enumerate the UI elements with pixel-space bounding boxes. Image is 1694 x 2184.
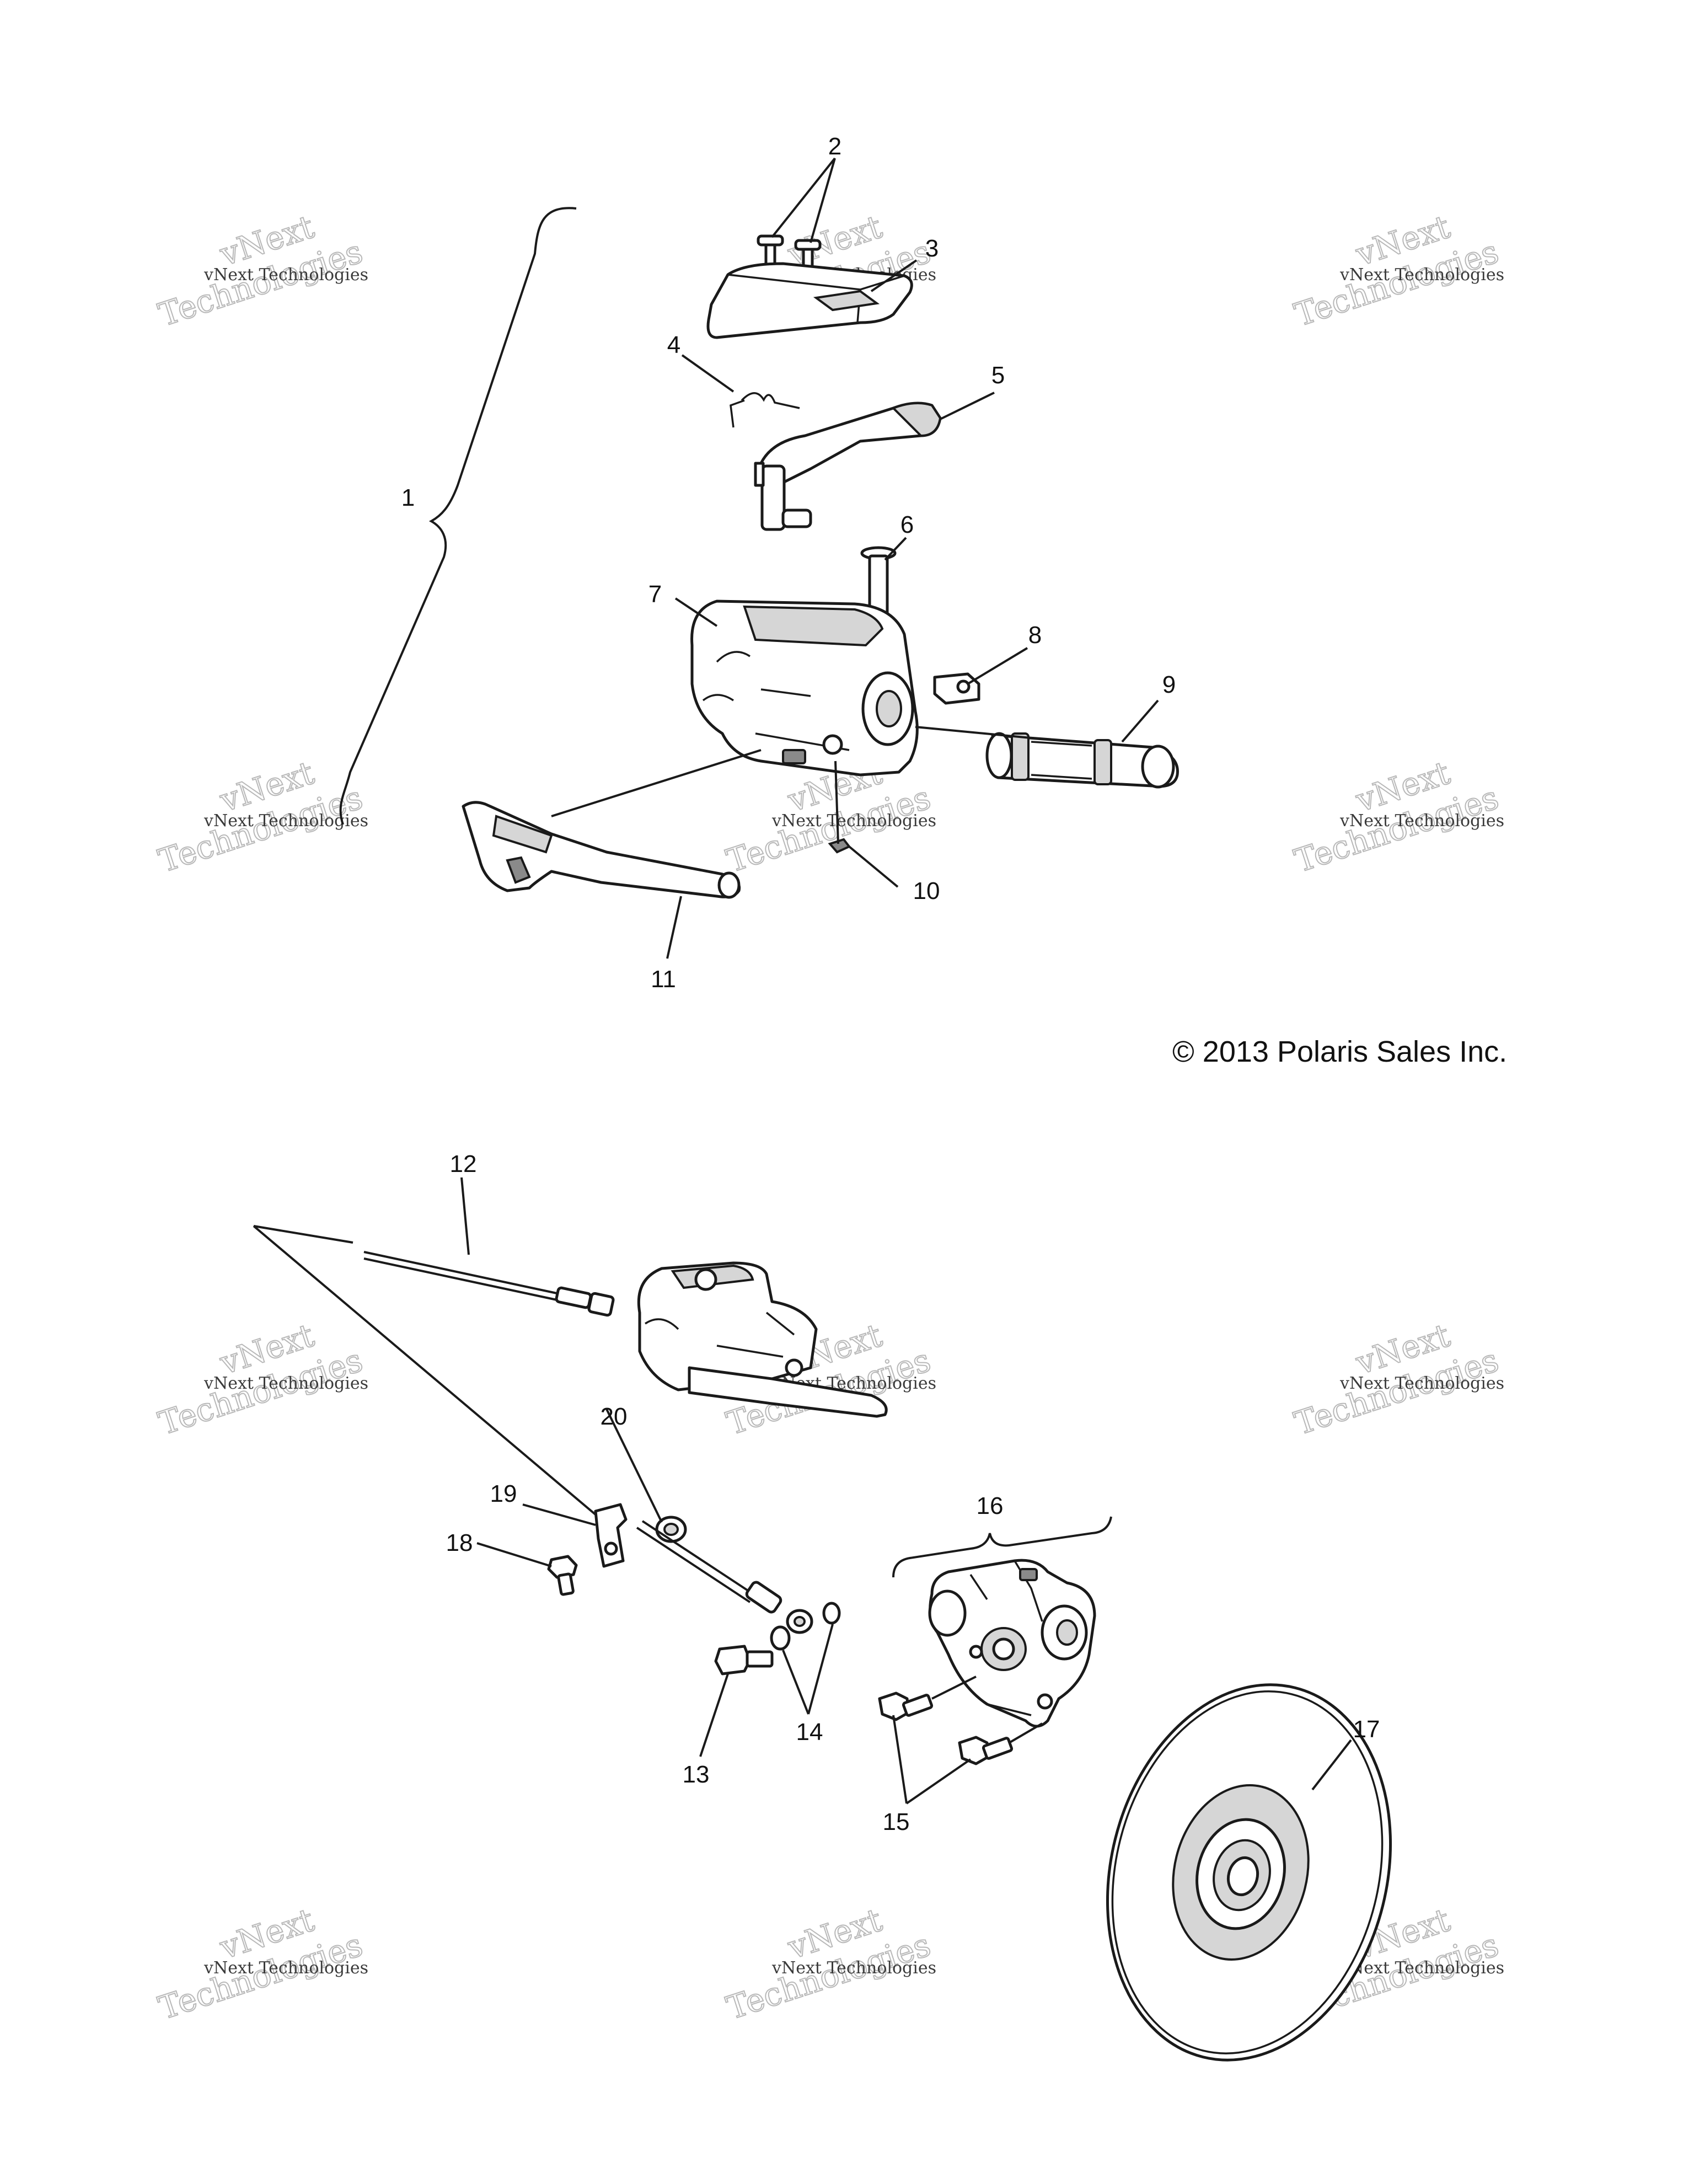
watermark-text: vNext Technologies (1339, 1958, 1504, 1978)
part-4-spring (730, 392, 800, 428)
callout-11: 11 (651, 966, 676, 993)
watermark-text: vNext Technologies (203, 265, 368, 285)
callout-4: 4 (667, 331, 680, 358)
callout-14: 14 (796, 1719, 823, 1746)
part-12-brake-line (253, 1225, 615, 1317)
callout-17: 17 (1353, 1716, 1380, 1743)
callout-10: 10 (913, 877, 940, 904)
part-16-caliper (928, 1559, 1096, 1728)
leader-diagonal (253, 1225, 619, 1534)
copyright-notice: © 2013 Polaris Sales Inc. (1172, 1035, 1507, 1068)
part-master-cylinder (637, 1261, 888, 1418)
callout-1: 1 (401, 484, 415, 511)
part-5-lever (754, 402, 942, 531)
part-14-washers (770, 1602, 841, 1651)
part-9-tube (985, 732, 1179, 789)
callout-18: 18 (446, 1529, 473, 1556)
watermark-text: vNext Technologies (1339, 265, 1504, 285)
part-7-housing (690, 599, 919, 777)
part-13-banjo-bolt (714, 1645, 774, 1676)
part-18-bolt (547, 1555, 578, 1596)
callout-5: 5 (991, 362, 1005, 389)
part-brake-hose (636, 1520, 813, 1634)
callout-13: 13 (683, 1761, 710, 1788)
watermark-text: vNext Technologies (203, 811, 368, 831)
callout-9: 9 (1162, 671, 1176, 698)
callout-20: 20 (601, 1403, 628, 1430)
callout-6: 6 (900, 511, 914, 538)
watermark-text: vNext Technologies (203, 1958, 368, 1978)
watermark-text: vNext Technologies (771, 1958, 936, 1978)
assembly-bracket (339, 207, 577, 825)
watermark-text: vNext Technologies (1339, 811, 1504, 831)
callout-12: 12 (450, 1150, 477, 1177)
callout-15: 15 (883, 1808, 910, 1835)
callout-8: 8 (1028, 622, 1042, 649)
watermark-text: vNext Technologies (1339, 1374, 1504, 1393)
part-11-brake-lever (462, 801, 741, 899)
part-3-cover (706, 262, 913, 339)
callout-2: 2 (828, 133, 841, 160)
part-19-clamp (594, 1503, 628, 1568)
callout-16: 16 (977, 1492, 1004, 1519)
part-15-bolts (878, 1676, 1043, 1765)
callout-7: 7 (648, 581, 662, 608)
watermark-text: vNext Technologies (771, 811, 936, 831)
lower-leaders (460, 1177, 1352, 1805)
watermark-text: vNext Technologies (203, 1374, 368, 1393)
part-20-nut (655, 1516, 687, 1543)
part-8-switch (933, 672, 980, 705)
upper-leaders (551, 157, 1159, 959)
callout-3: 3 (925, 235, 939, 262)
callout-19: 19 (490, 1480, 517, 1507)
caliper-bracket (892, 1516, 1112, 1578)
